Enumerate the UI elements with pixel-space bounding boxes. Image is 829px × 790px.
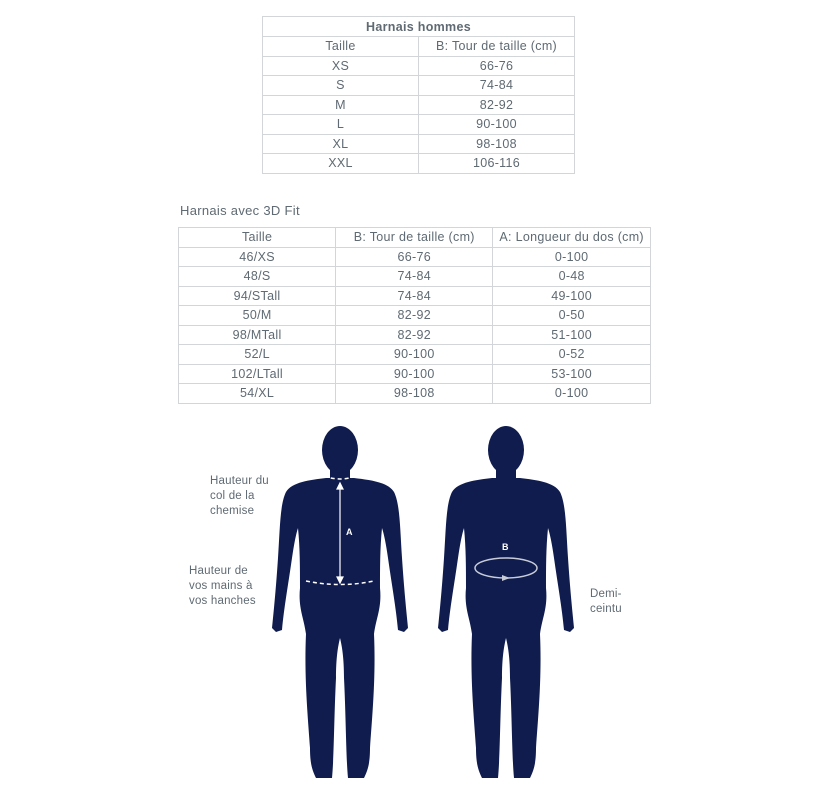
size-cell: 52/L bbox=[177, 344, 337, 365]
waist-cell: 74-84 bbox=[418, 75, 575, 96]
back-length-arrow bbox=[336, 481, 344, 585]
column-header: B: Tour de taille (cm) bbox=[418, 36, 575, 57]
column-header: B: Tour de taille (cm) bbox=[335, 227, 494, 248]
size-cell: 98/MTall bbox=[177, 324, 337, 345]
size-cell: 102/LTall bbox=[177, 363, 337, 384]
size-cell: XXL bbox=[262, 153, 419, 174]
waist-cell: 82-92 bbox=[335, 324, 494, 345]
waist-cell: 98-108 bbox=[335, 383, 494, 404]
men-harness-size-table: Harnais hommes Taille B: Tour de taille … bbox=[262, 16, 575, 174]
size-cell: 46/XS bbox=[177, 246, 337, 267]
back-length-cell: 0-100 bbox=[492, 383, 651, 404]
half-belt-label: Demi- ceintu bbox=[590, 588, 622, 615]
size-cell: XS bbox=[262, 55, 419, 76]
marker-b: B bbox=[502, 542, 509, 552]
waist-ellipse bbox=[474, 557, 538, 581]
back-length-cell: 49-100 bbox=[492, 285, 651, 306]
waist-cell: 90-100 bbox=[335, 363, 494, 384]
table-caption: Harnais hommes bbox=[262, 16, 575, 37]
column-header: Taille bbox=[177, 227, 337, 248]
collar-height-label: Hauteur du col de la chemise bbox=[210, 475, 269, 517]
column-header: Taille bbox=[262, 36, 419, 57]
back-length-cell: 0-52 bbox=[492, 344, 651, 365]
back-length-cell: 51-100 bbox=[492, 324, 651, 345]
back-length-cell: 0-100 bbox=[492, 246, 651, 267]
section-title: Harnais avec 3D Fit bbox=[180, 203, 300, 218]
waist-cell: 82-92 bbox=[335, 305, 494, 326]
waist-cell: 90-100 bbox=[335, 344, 494, 365]
column-header: A: Longueur du dos (cm) bbox=[492, 227, 651, 248]
size-cell: 94/STall bbox=[177, 285, 337, 306]
waist-cell: 98-108 bbox=[418, 133, 575, 154]
marker-a: A bbox=[346, 527, 353, 537]
waist-cell: 66-76 bbox=[418, 55, 575, 76]
collar-dashed-line bbox=[323, 475, 357, 480]
waist-cell: 82-92 bbox=[418, 94, 575, 115]
size-cell: XL bbox=[262, 133, 419, 154]
3d-fit-harness-size-table: Taille B: Tour de taille (cm) A: Longueu… bbox=[177, 227, 651, 404]
size-cell: L bbox=[262, 114, 419, 135]
size-cell: 54/XL bbox=[177, 383, 337, 404]
back-length-cell: 0-50 bbox=[492, 305, 651, 326]
body-measurement-figure: A B bbox=[272, 426, 574, 778]
waist-cell: 106-116 bbox=[418, 153, 575, 174]
back-length-cell: 53-100 bbox=[492, 363, 651, 384]
size-cell: 48/S bbox=[177, 266, 337, 287]
hands-to-hips-label: Hauteur de vos mains à vos hanches bbox=[189, 565, 256, 607]
size-cell: S bbox=[262, 75, 419, 96]
waist-cell: 90-100 bbox=[418, 114, 575, 135]
back-body-silhouette bbox=[438, 426, 574, 778]
waist-cell: 74-84 bbox=[335, 266, 494, 287]
size-cell: 50/M bbox=[177, 305, 337, 326]
size-cell: M bbox=[262, 94, 419, 115]
back-length-cell: 0-48 bbox=[492, 266, 651, 287]
waist-cell: 74-84 bbox=[335, 285, 494, 306]
waist-cell: 66-76 bbox=[335, 246, 494, 267]
